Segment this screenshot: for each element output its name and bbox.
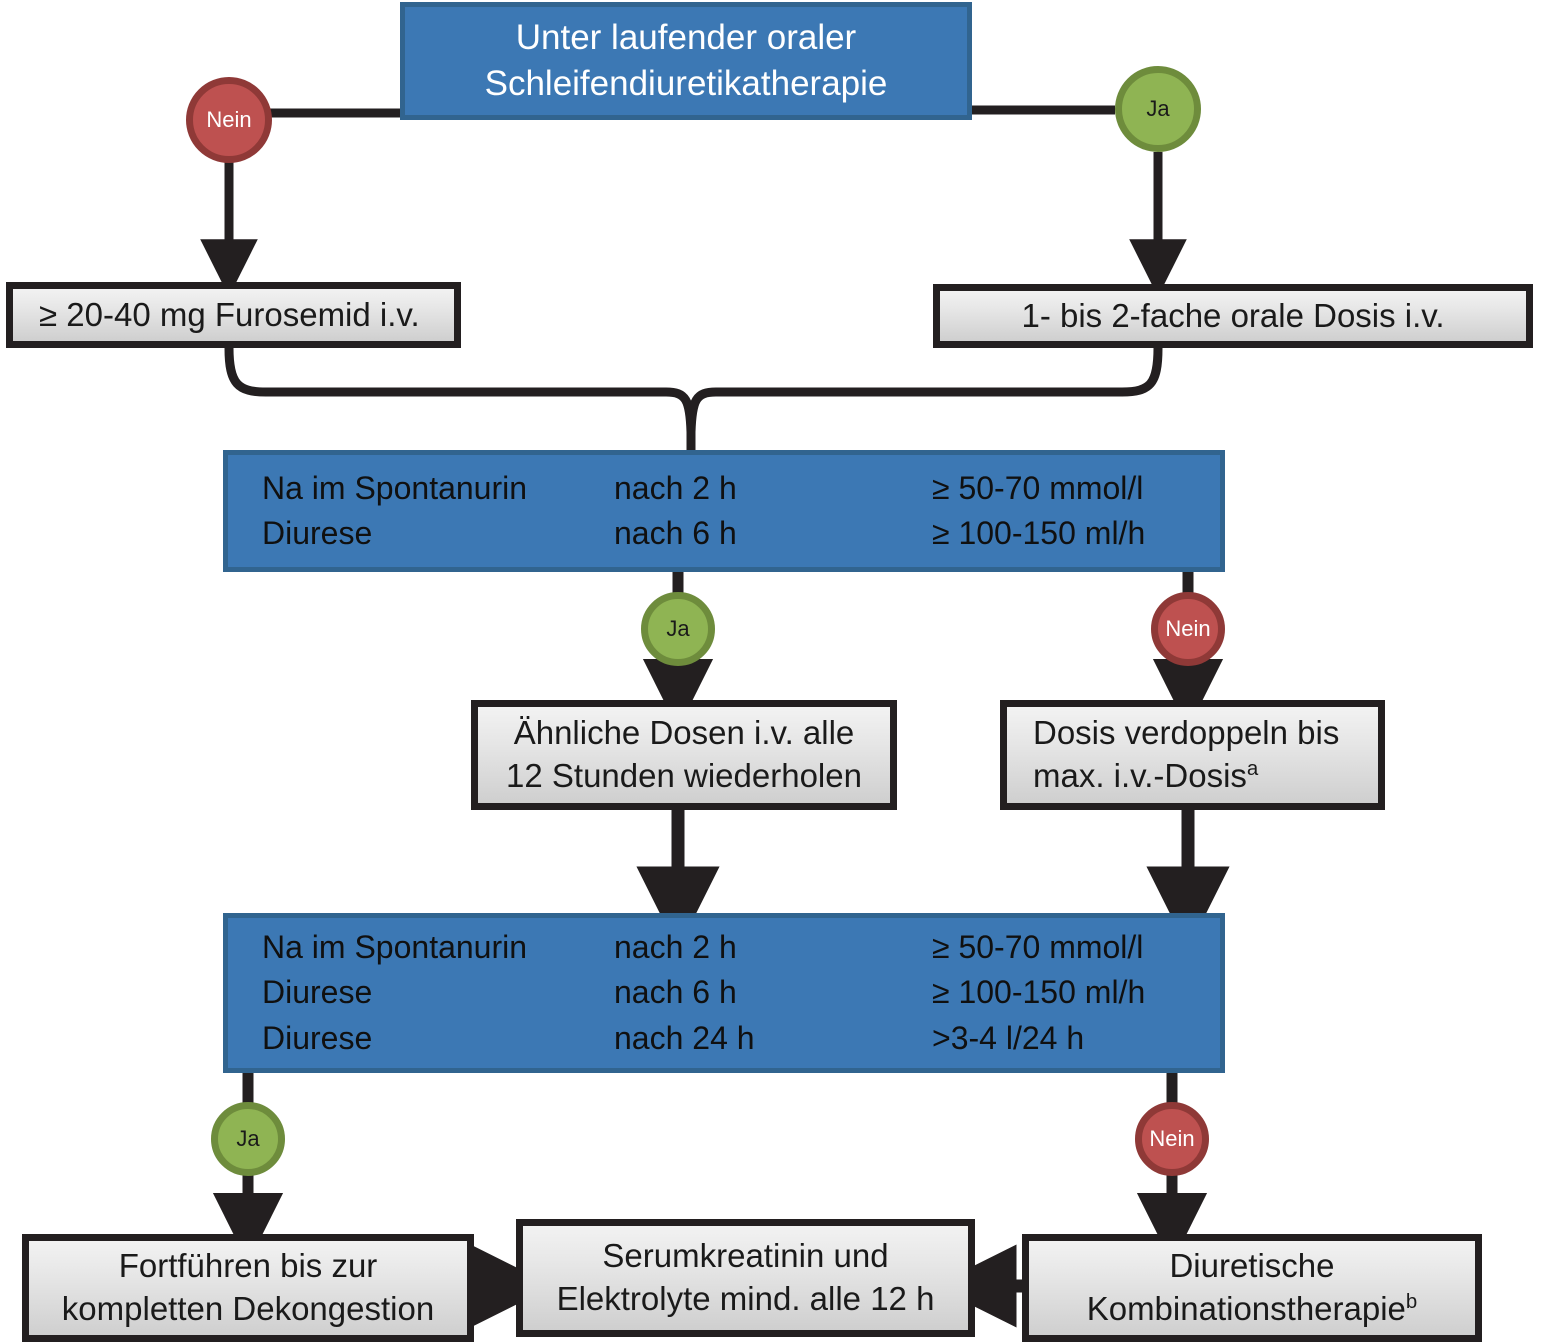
node-dosis-verdoppeln-line-2: max. i.v.-Dosis xyxy=(1033,757,1247,794)
decision-mid-nein-label: Nein xyxy=(1165,616,1211,641)
decision-top-nein-label: Nein xyxy=(206,107,252,132)
criteria-time: nach 24 h xyxy=(614,1019,755,1056)
criteria-time: nach 2 h xyxy=(614,469,737,506)
criteria-target: >3-4 l/24 h xyxy=(932,1019,1085,1056)
node-dosis-verdoppeln: Dosis verdoppeln bis max. i.v.-Dosisa xyxy=(1000,700,1385,810)
decision-mid-nein[interactable]: Nein xyxy=(1151,592,1225,666)
decision-top-nein[interactable]: Nein xyxy=(186,77,272,163)
decision-mid-ja-label: Ja xyxy=(666,616,690,641)
criteria-param: Diurese xyxy=(262,515,373,551)
node-orale-dosis: 1- bis 2-fache orale Dosis i.v. xyxy=(933,284,1533,348)
decision-top-ja-label: Ja xyxy=(1146,96,1170,121)
criteria-1-table: Na im Spontanurin nach 2 h ≥ 50-70 mmol/… xyxy=(228,466,1220,557)
criteria-param: Na im Spontanurin xyxy=(262,469,528,506)
node-furosemid: ≥ 20-40 mg Furosemid i.v. xyxy=(6,282,461,348)
node-title-box: Unter laufender oraler Schleifendiuretik… xyxy=(400,2,972,120)
decision-mid-ja[interactable]: Ja xyxy=(641,592,715,666)
node-orale-dosis-label: 1- bis 2-fache orale Dosis i.v. xyxy=(1021,296,1445,334)
decision-top-ja[interactable]: Ja xyxy=(1115,66,1201,152)
node-serumkreatinin: Serumkreatinin und Elektrolyte mind. all… xyxy=(516,1219,975,1337)
edge-brace-merge xyxy=(224,347,1163,433)
decision-bottom-nein-label: Nein xyxy=(1149,1126,1195,1151)
node-kombinationstherapie: Diuretische Kombinationstherapieb xyxy=(1022,1234,1482,1342)
decision-bottom-nein[interactable]: Nein xyxy=(1135,1102,1209,1176)
node-furosemid-label: ≥ 20-40 mg Furosemid i.v. xyxy=(39,295,420,333)
footnote-marker-b: b xyxy=(1405,1290,1418,1313)
criteria-target: ≥ 100-150 ml/h xyxy=(932,974,1146,1011)
node-fortfuehren-line-1: Fortführen bis zur xyxy=(118,1247,378,1285)
criteria-target: ≥ 50-70 mmol/l xyxy=(932,928,1144,965)
criteria-1-row-0: Na im Spontanurin nach 2 h ≥ 50-70 mmol/… xyxy=(262,466,1220,511)
criteria-2-row-2: Diurese nach 24 h >3-4 l/24 h xyxy=(262,1016,1220,1061)
node-criteria-1: Na im Spontanurin nach 2 h ≥ 50-70 mmol/… xyxy=(223,450,1225,572)
node-serumkreatinin-line-1: Serumkreatinin und xyxy=(602,1237,889,1275)
criteria-1-row-1: Diurese nach 6 h ≥ 100-150 ml/h xyxy=(262,511,1220,556)
decision-bottom-ja[interactable]: Ja xyxy=(211,1102,285,1176)
criteria-time: nach 6 h xyxy=(614,974,737,1011)
node-serumkreatinin-line-2: Elektrolyte mind. alle 12 h xyxy=(556,1280,935,1317)
title-line-1: Unter laufender oraler xyxy=(515,17,857,57)
criteria-param: Diurese xyxy=(262,1019,373,1056)
node-kombinationstherapie-line-2: Kombinationstherapie xyxy=(1086,1290,1406,1327)
criteria-2-row-1: Diurese nach 6 h ≥ 100-150 ml/h xyxy=(262,970,1220,1015)
criteria-target: ≥ 100-150 ml/h xyxy=(932,515,1146,551)
node-fortfuehren: Fortführen bis zur kompletten Dekongesti… xyxy=(22,1234,474,1342)
node-aehnliche-dosen-line-2: 12 Stunden wiederholen xyxy=(506,757,862,794)
criteria-time: nach 6 h xyxy=(614,515,737,551)
node-aehnliche-dosen-line-1: Ähnliche Dosen i.v. alle xyxy=(513,714,855,752)
criteria-param: Diurese xyxy=(262,974,373,1011)
node-dosis-verdoppeln-line-1: Dosis verdoppeln bis xyxy=(1033,714,1340,752)
criteria-param: Na im Spontanurin xyxy=(262,928,528,965)
node-aehnliche-dosen: Ähnliche Dosen i.v. alle 12 Stunden wied… xyxy=(471,700,897,810)
node-criteria-2: Na im Spontanurin nach 2 h ≥ 50-70 mmol/… xyxy=(223,913,1225,1073)
footnote-marker-a: a xyxy=(1246,757,1259,780)
criteria-time: nach 2 h xyxy=(614,928,737,965)
criteria-target: ≥ 50-70 mmol/l xyxy=(932,469,1144,506)
decision-bottom-ja-label: Ja xyxy=(236,1126,260,1151)
criteria-2-table: Na im Spontanurin nach 2 h ≥ 50-70 mmol/… xyxy=(228,925,1220,1061)
criteria-2-row-0: Na im Spontanurin nach 2 h ≥ 50-70 mmol/… xyxy=(262,925,1220,970)
node-fortfuehren-line-2: kompletten Dekongestion xyxy=(61,1290,435,1327)
title-line-2: Schleifendiuretikatherapie xyxy=(484,64,888,103)
node-kombinationstherapie-line-1: Diuretische xyxy=(1169,1247,1335,1285)
